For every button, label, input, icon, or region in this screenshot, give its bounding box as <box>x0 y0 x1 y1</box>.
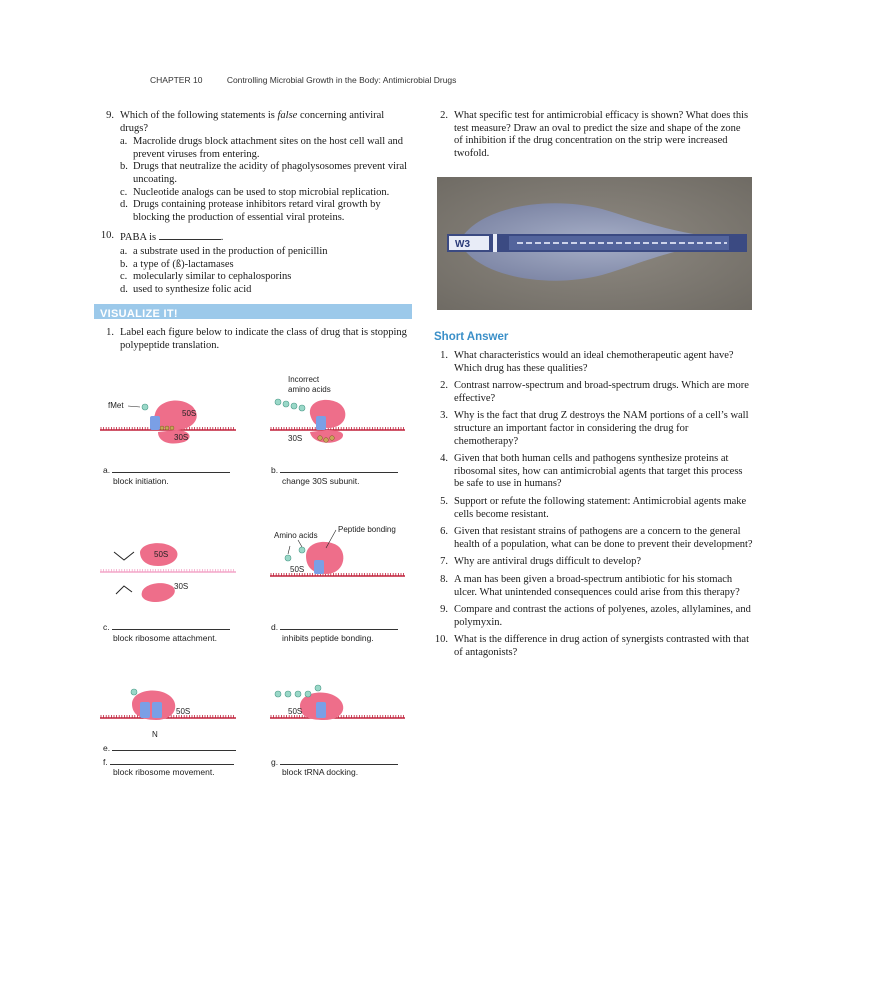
short-answer-item: 10.What is the difference in drug action… <box>434 634 749 658</box>
answer-b-line[interactable] <box>280 464 399 473</box>
short-answer-heading: Short Answer <box>434 331 509 343</box>
answer-b: b. <box>271 464 399 475</box>
short-answer-item: 9.Compare and contrast the actions of po… <box>440 604 751 628</box>
figure-a-initiation: fMet 50S 30S <box>100 400 236 444</box>
answer-f: f. <box>103 756 235 767</box>
figure-b-30s-change: Incorrect amino acids 30S <box>270 375 405 443</box>
mrna-strand <box>270 715 405 719</box>
answer-g: g. <box>271 756 399 767</box>
strip-label: W3 <box>455 239 470 250</box>
answer-c: c. <box>103 621 230 632</box>
n-marker: N <box>152 730 158 739</box>
label-50s: 50S <box>290 565 304 574</box>
option-9c: c.Nucleotide analogs can be used to stop… <box>120 186 390 198</box>
question-9: 9. Which of the following statements is … <box>106 110 385 134</box>
answer-e-line[interactable] <box>112 742 237 751</box>
answer-g-text: block tRNA docking. <box>282 767 359 777</box>
visualize-question-2: 2. What specific test for antimicrobial … <box>440 110 749 159</box>
peptide-bonding-label: Peptide bonding <box>338 525 396 534</box>
short-answer-item: 8.A man has been given a broad-spectrum … <box>440 573 740 598</box>
answer-d-text: inhibits peptide bonding. <box>282 633 374 643</box>
short-answer-item: 1.What characteristics would an ideal ch… <box>440 350 734 374</box>
incorrect-label-1: Incorrect <box>288 375 320 384</box>
label-30s: 30S <box>174 433 188 442</box>
label-50s: 50S <box>182 409 196 418</box>
answer-f-text: block ribosome movement. <box>113 767 215 777</box>
fmet-label: fMet <box>108 401 124 410</box>
answer-c-line[interactable] <box>112 621 230 630</box>
chapter-title: Controlling Microbial Growth in the Body… <box>226 75 457 85</box>
chapter-label: CHAPTER 10 <box>150 75 203 85</box>
etest-strip-photo: W3 <box>437 177 752 310</box>
short-answer-item: 2.Contrast narrow-spectrum and broad-spe… <box>440 380 749 404</box>
running-header: CHAPTER 10 Controlling Microbial Growth … <box>150 75 456 85</box>
short-answer-item: 4.Given that both human cells and pathog… <box>440 453 743 490</box>
answer-d: d. <box>271 621 399 632</box>
figure-g-trna-docking: 50S <box>270 684 405 720</box>
visualize-question-1: 1. Label each figure below to indicate t… <box>106 327 407 351</box>
multiple-choice-block: 9. Which of the following statements is … <box>94 110 412 296</box>
option-10a: a.a substrate used in the production of … <box>120 245 328 257</box>
visualize-banner: VISUALIZE IT! <box>94 304 412 320</box>
mrna-strand <box>270 427 405 431</box>
answer-b-text: change 30S subunit. <box>282 476 360 486</box>
answer-a: a. <box>103 464 231 475</box>
short-answer-item: 5.Support or refute the following statem… <box>440 495 747 520</box>
label-30s: 30S <box>174 582 188 591</box>
option-10d: d.used to synthesize folic acid <box>120 283 252 295</box>
label-50s: 50S <box>154 550 168 559</box>
mrna-strand <box>270 573 405 577</box>
amino-acids-label: Amino acids <box>274 531 318 540</box>
option-10b: b.a type of (ß)-lactamases <box>120 258 234 270</box>
question-10: 10. PABA is . <box>100 230 224 244</box>
answer-g-line[interactable] <box>280 756 399 765</box>
short-answer-list: 1.What characteristics would an ideal ch… <box>428 350 754 664</box>
option-9b: b.Drugs that neutralize the acidity of p… <box>120 161 408 185</box>
short-answer-item: 6.Given that resistant strains of pathog… <box>440 526 753 550</box>
answer-a-line[interactable] <box>112 464 231 473</box>
short-answer-item: 7.Why are antiviral drugs difficult to d… <box>440 556 641 568</box>
figure-c-attachment: 50S 30S <box>100 543 236 602</box>
answer-c-text: block ribosome attachment. <box>113 633 217 643</box>
option-9a: a.Macrolide drugs block attachment sites… <box>120 136 404 160</box>
answer-blank[interactable] <box>158 230 221 241</box>
short-answer-item: 3.Why is the fact that drug Z destroys t… <box>440 410 749 447</box>
label-30s: 30S <box>288 434 302 443</box>
answer-a-text: block initiation. <box>113 476 169 486</box>
answer-e: e. <box>103 742 237 753</box>
incorrect-label-2: amino acids <box>288 385 331 394</box>
option-9d: d.Drugs containing protease inhibitors r… <box>120 199 381 223</box>
figure-ef-movement: 50S N <box>100 688 236 739</box>
mrna-strand <box>100 569 236 573</box>
option-10c: c.molecularly similar to cephalosporins <box>120 271 292 283</box>
figure-d-peptide-bonding: Amino acids Peptide bonding 50S <box>270 525 405 577</box>
answer-d-line[interactable] <box>280 621 399 630</box>
label-50s: 50S <box>288 707 302 716</box>
answer-f-line[interactable] <box>110 756 235 765</box>
label-50s: 50S <box>176 707 190 716</box>
